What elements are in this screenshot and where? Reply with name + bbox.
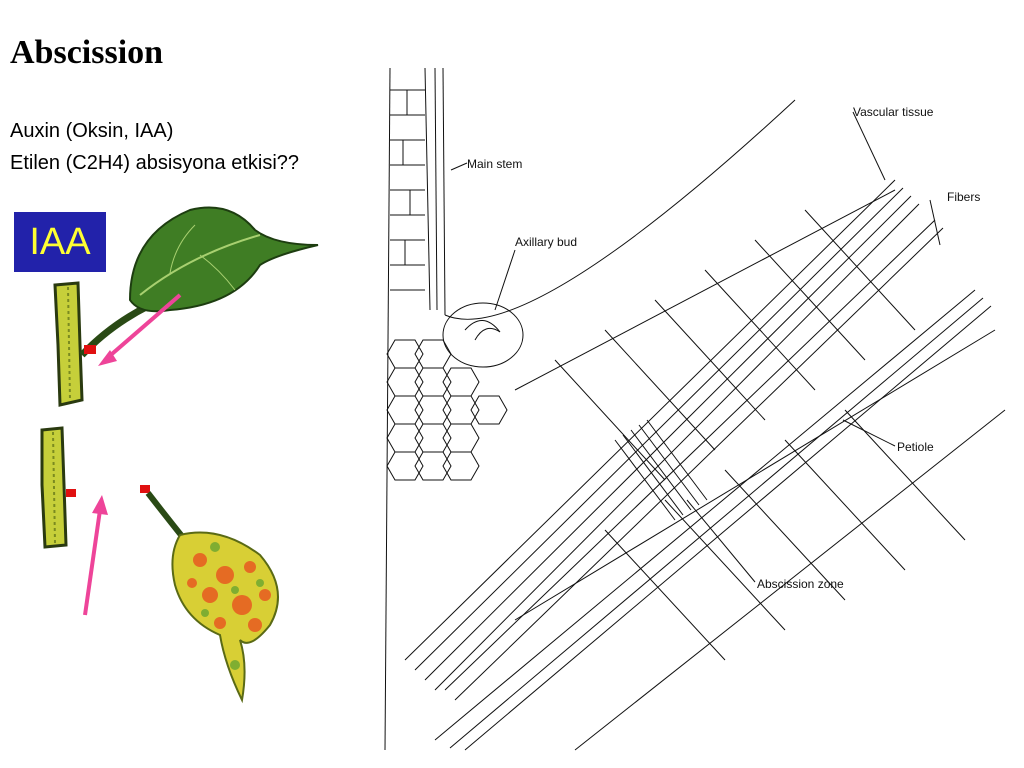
label-main-stem: Main stem bbox=[467, 157, 522, 171]
label-axillary-bud: Axillary bud bbox=[515, 235, 577, 249]
abscission-mark-stem bbox=[66, 489, 76, 497]
label-petiole: Petiole bbox=[897, 440, 934, 454]
arrow-to-abscission bbox=[103, 293, 182, 362]
label-fibers: Fibers bbox=[947, 190, 980, 204]
arrow-up bbox=[83, 509, 102, 616]
leaf-spots bbox=[187, 553, 271, 632]
senescing-leaf bbox=[171, 531, 279, 704]
subtitle-auxin: Auxin (Oksin, IAA) bbox=[10, 120, 174, 142]
label-abscission-zone: Abscission zone bbox=[757, 577, 844, 591]
healthy-leaf bbox=[128, 206, 319, 313]
abscission-mark-leaf bbox=[140, 485, 150, 493]
iaa-badge: IAA bbox=[14, 212, 106, 272]
label-vascular-tissue: Vascular tissue bbox=[853, 105, 934, 119]
abscission-mark-upper bbox=[84, 345, 96, 354]
leaf-illustration bbox=[40, 206, 319, 704]
abscission-diagram: Vascular tissue Main stem Fibers Axillar… bbox=[384, 67, 1006, 751]
subtitle-ethylene: Etilen (C2H4) absisyona etkisi?? bbox=[10, 152, 300, 174]
slide-title: Abscission bbox=[10, 34, 164, 71]
fallen-petiole bbox=[145, 491, 188, 542]
